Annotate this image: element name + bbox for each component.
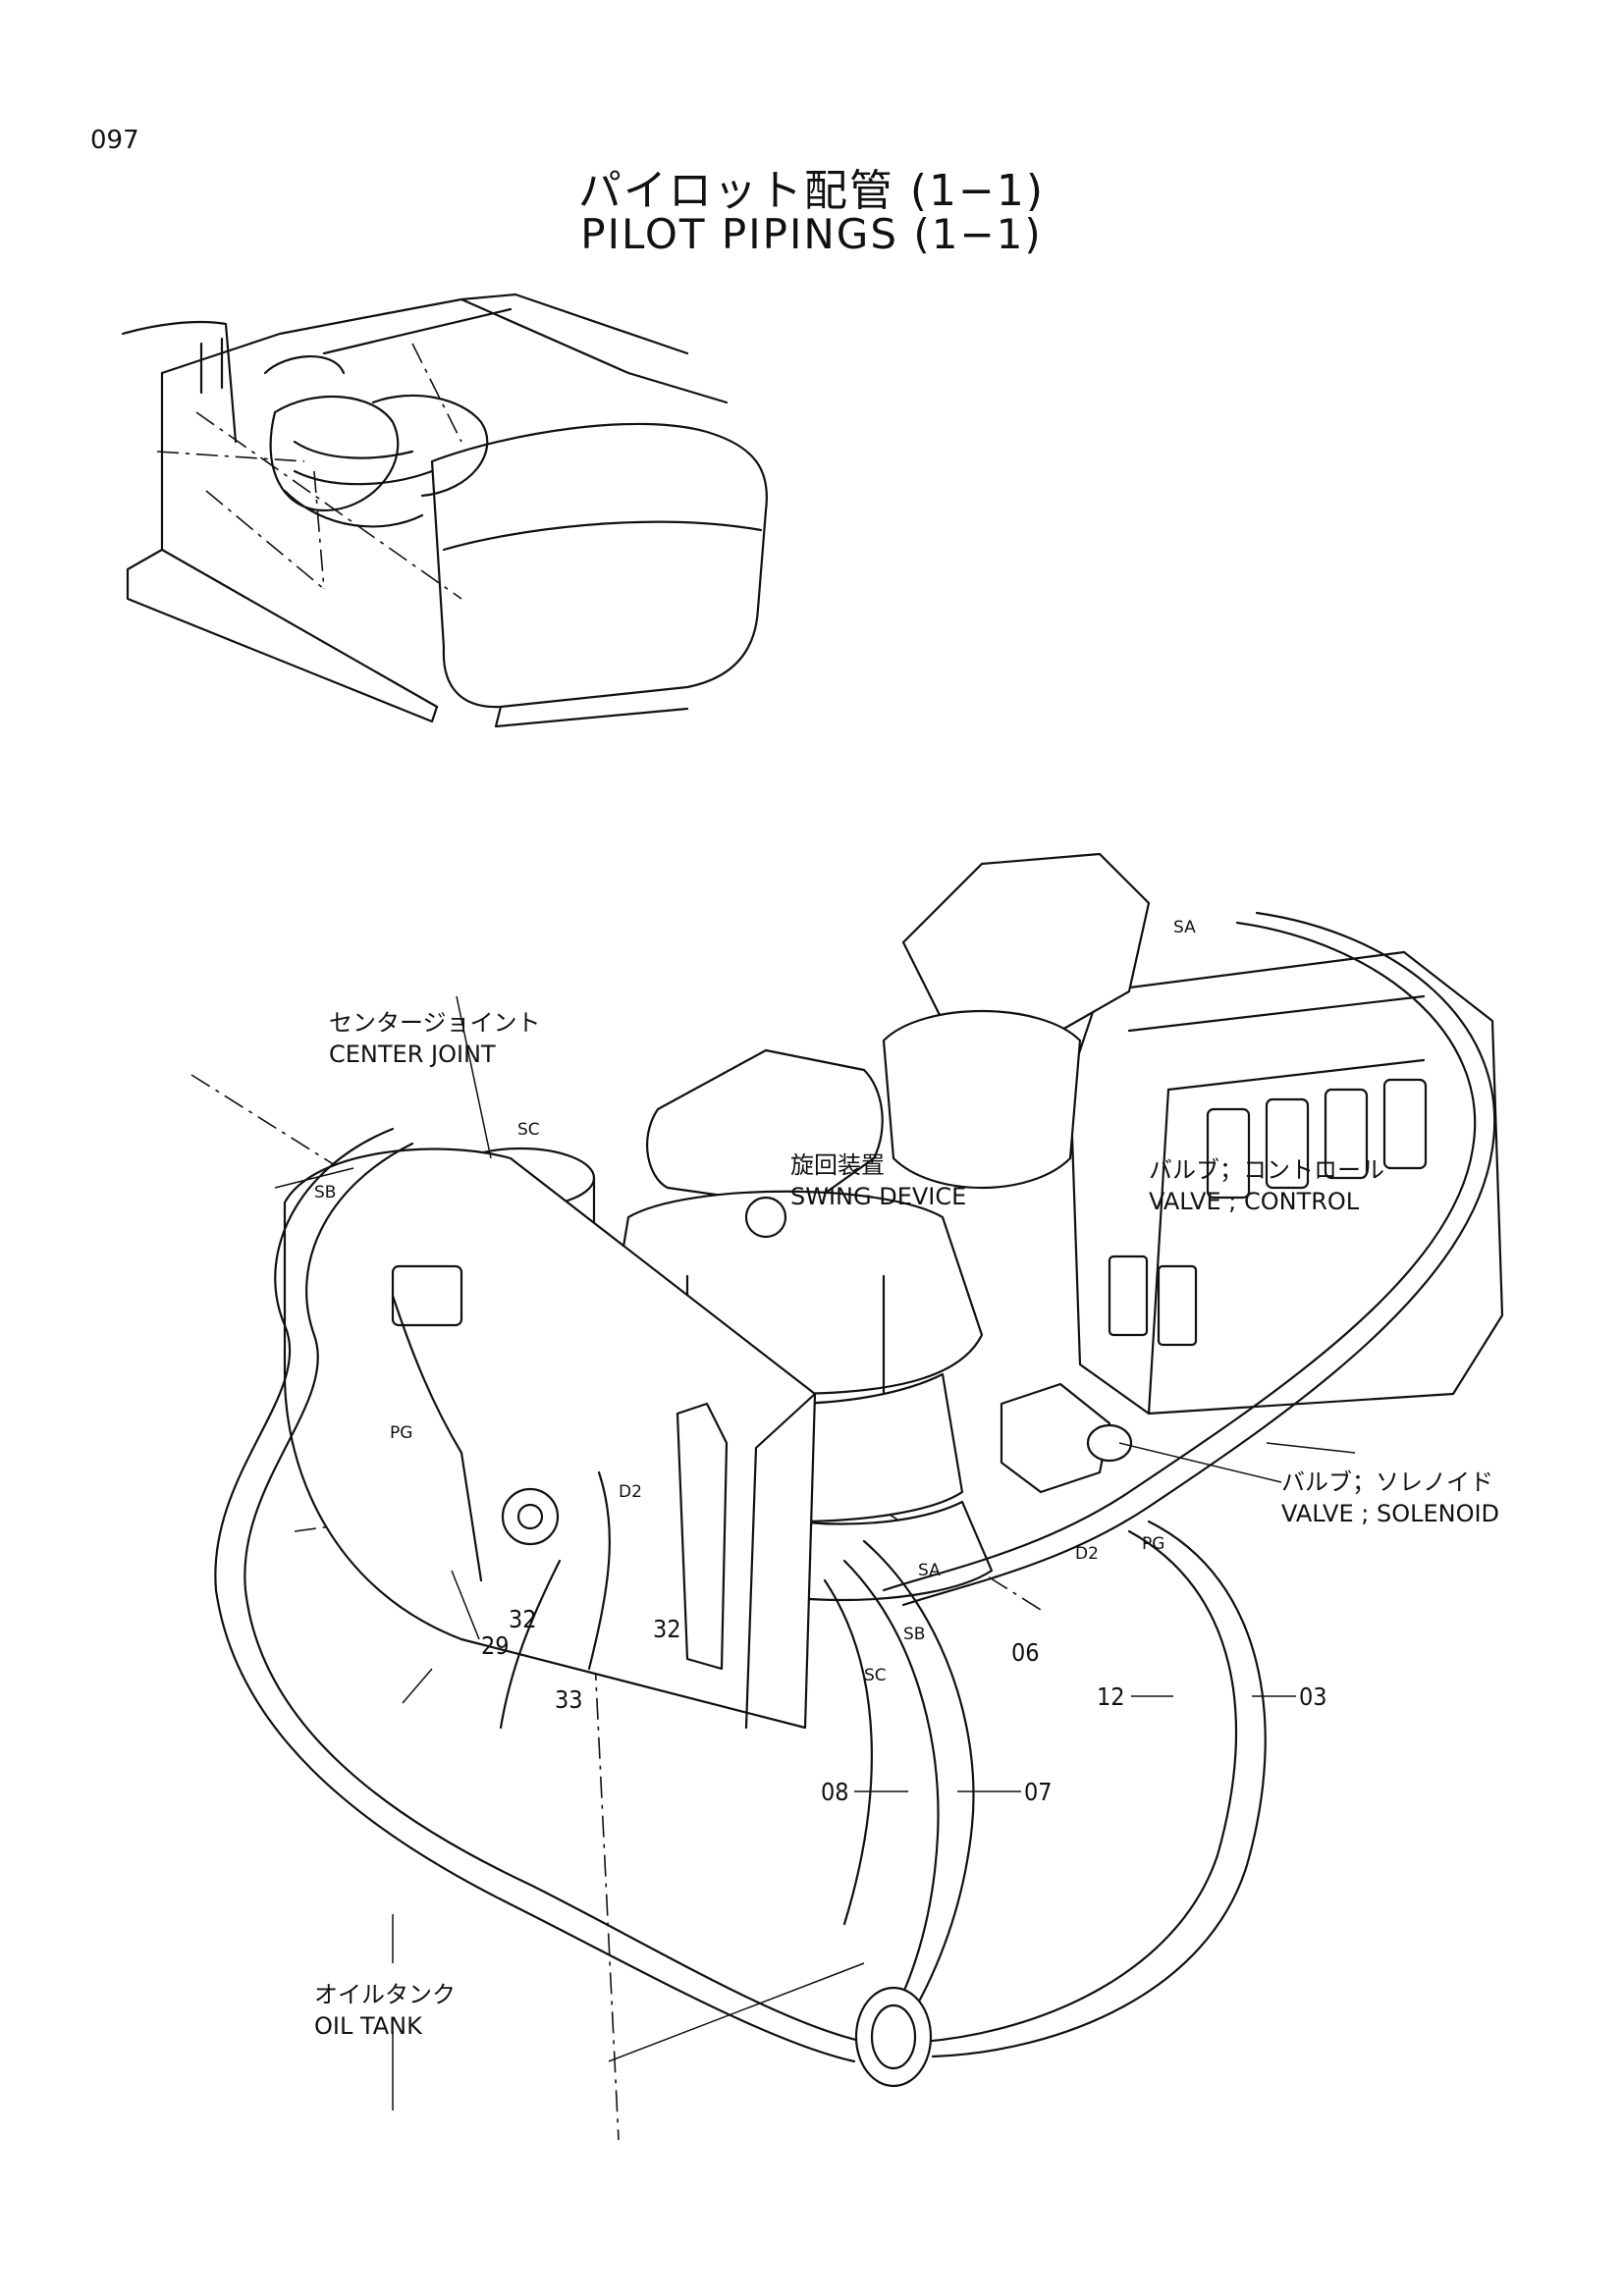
port-code-sa-top: SA [1173,918,1196,937]
part-number-33: 33 [555,1685,583,1714]
part-number-08: 08 [821,1778,849,1806]
part-number-32b: 32 [653,1615,681,1643]
center-joint-jp-label: センタージョイント [329,1009,541,1037]
part-number-29: 29 [481,1631,510,1660]
port-code-sa-right: SA [918,1561,941,1580]
swing-device-en-label: SWING DEVICE [790,1183,966,1210]
center-joint-en-label: CENTER JOINT [329,1041,496,1068]
part-number-07: 07 [1024,1778,1053,1806]
port-code-sb-left: SB [314,1183,336,1202]
solenoid-valve-jp-label: バルブ；ソレノイド [1281,1468,1493,1496]
control-valve-en-label: VALVE ; CONTROL [1149,1188,1360,1215]
page-number: 097 [90,126,139,155]
port-code-sc-lower: SC [864,1666,887,1685]
control-valve-jp-label: バルブ；コントロール [1149,1156,1384,1184]
title-japanese: パイロット配管 (1−1) [577,166,1046,216]
port-code-pg-left: PG [390,1423,412,1443]
port-code-sc-joint: SC [517,1120,540,1140]
solenoid-valve-en-label: VALVE ; SOLENOID [1281,1500,1499,1527]
port-code-pg-right: PG [1142,1534,1164,1554]
part-number-12: 12 [1097,1682,1125,1711]
part-number-03: 03 [1299,1682,1327,1711]
part-number-06: 06 [1011,1638,1040,1667]
port-code-sb-lower: SB [903,1625,925,1644]
swing-device-jp-label: 旋回装置 [790,1151,885,1179]
title-english: PILOT PIPINGS (1−1) [580,210,1043,258]
part-number-32a: 32 [509,1605,537,1633]
port-code-d2-right: D2 [1075,1544,1099,1564]
oil-tank-en-label: OIL TANK [314,2012,423,2040]
oil-tank-jp-label: オイルタンク [314,1981,456,2008]
main-assembly-drawing [190,852,1504,2141]
machine-overview-sketch [121,293,768,728]
port-code-d2-left: D2 [619,1482,642,1502]
